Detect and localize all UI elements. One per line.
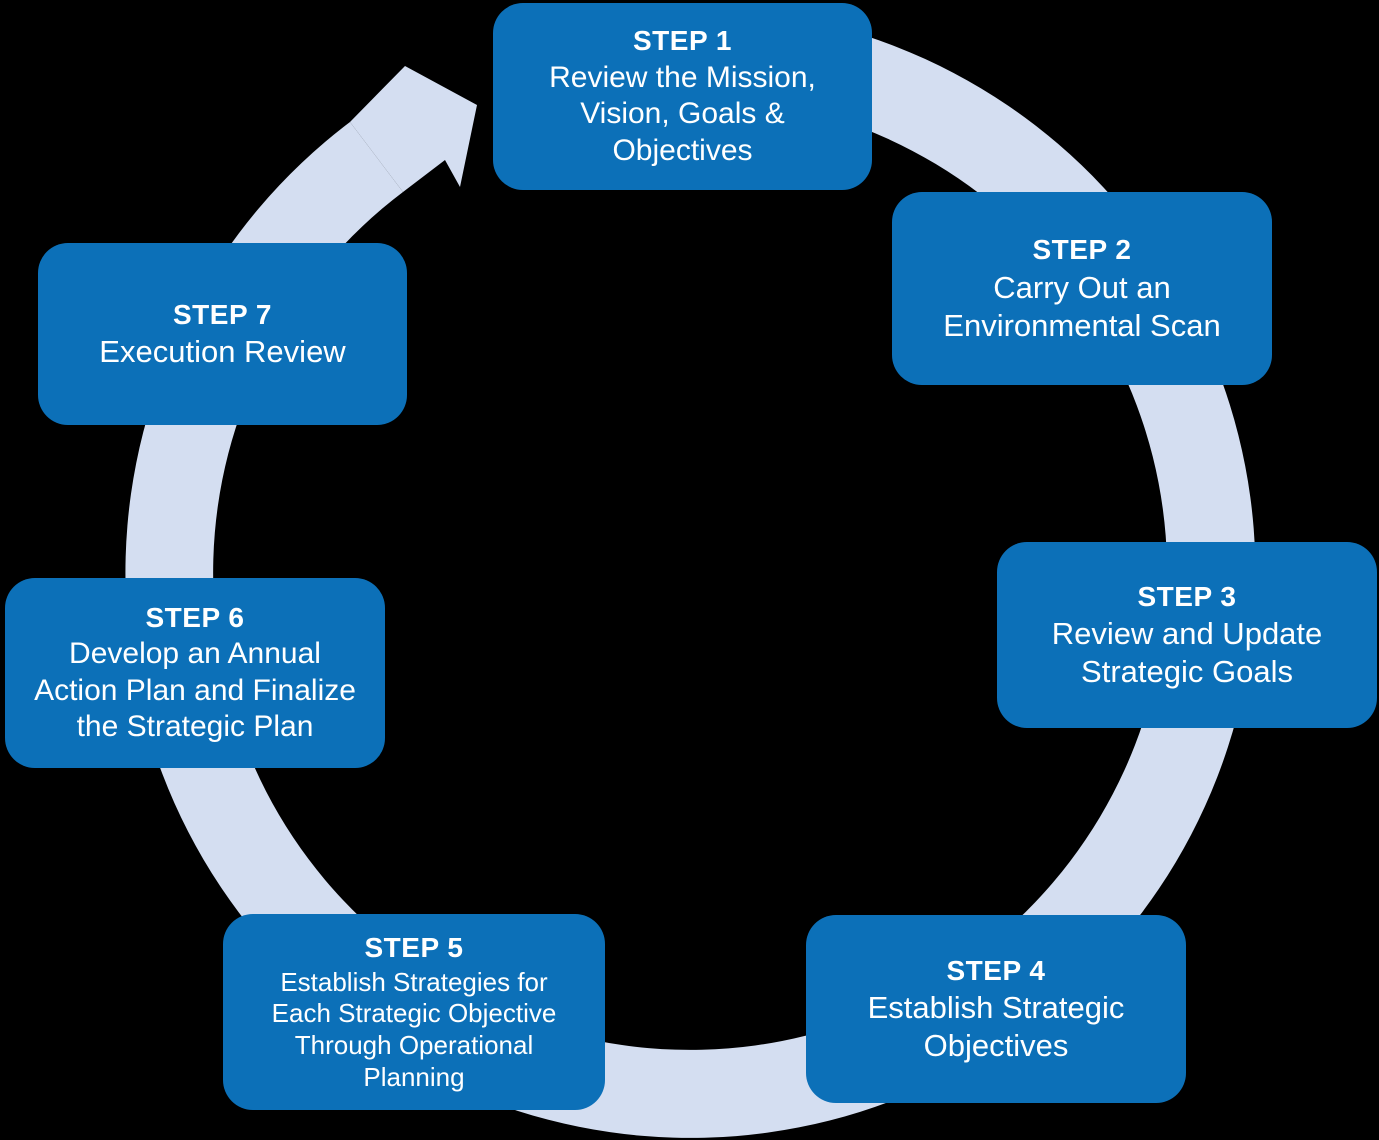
step-4-box: STEP 4 Establish Strategic Objectives [806,915,1186,1103]
step-6-box: STEP 6 Develop an Annual Action Plan and… [5,578,385,768]
step-3-label: STEP 3 [1137,580,1237,612]
step-5-box: STEP 5 Establish Strategies for Each Str… [223,914,605,1110]
step-6-description: Develop an Annual Action Plan and Finali… [34,637,356,744]
step-4-label: STEP 4 [946,954,1046,986]
step-3-description: Review and Update Strategic Goals [1051,616,1323,690]
step-2-label: STEP 2 [1032,234,1132,266]
step-3-box: STEP 3 Review and Update Strategic Goals [997,542,1377,728]
step-1-box: STEP 1 Review the Mission, Vision, Goals… [493,3,872,190]
cycle-arrowhead-icon [350,66,477,192]
step-5-description: Establish Strategies for Each Strategic … [271,966,557,1092]
step-4-description: Establish Strategic Objectives [867,990,1125,1064]
step-1-label: STEP 1 [633,25,732,57]
step-7-label: STEP 7 [173,298,272,330]
step-2-box: STEP 2 Carry Out an Environmental Scan [892,192,1272,385]
step-2-description: Carry Out an Environmental Scan [943,269,1221,343]
step-5-label: STEP 5 [364,932,464,964]
step-7-description: Execution Review [99,334,346,370]
step-7-box: STEP 7 Execution Review [38,243,407,425]
step-1-description: Review the Mission, Vision, Goals & Obje… [549,60,816,167]
step-6-label: STEP 6 [145,601,245,633]
